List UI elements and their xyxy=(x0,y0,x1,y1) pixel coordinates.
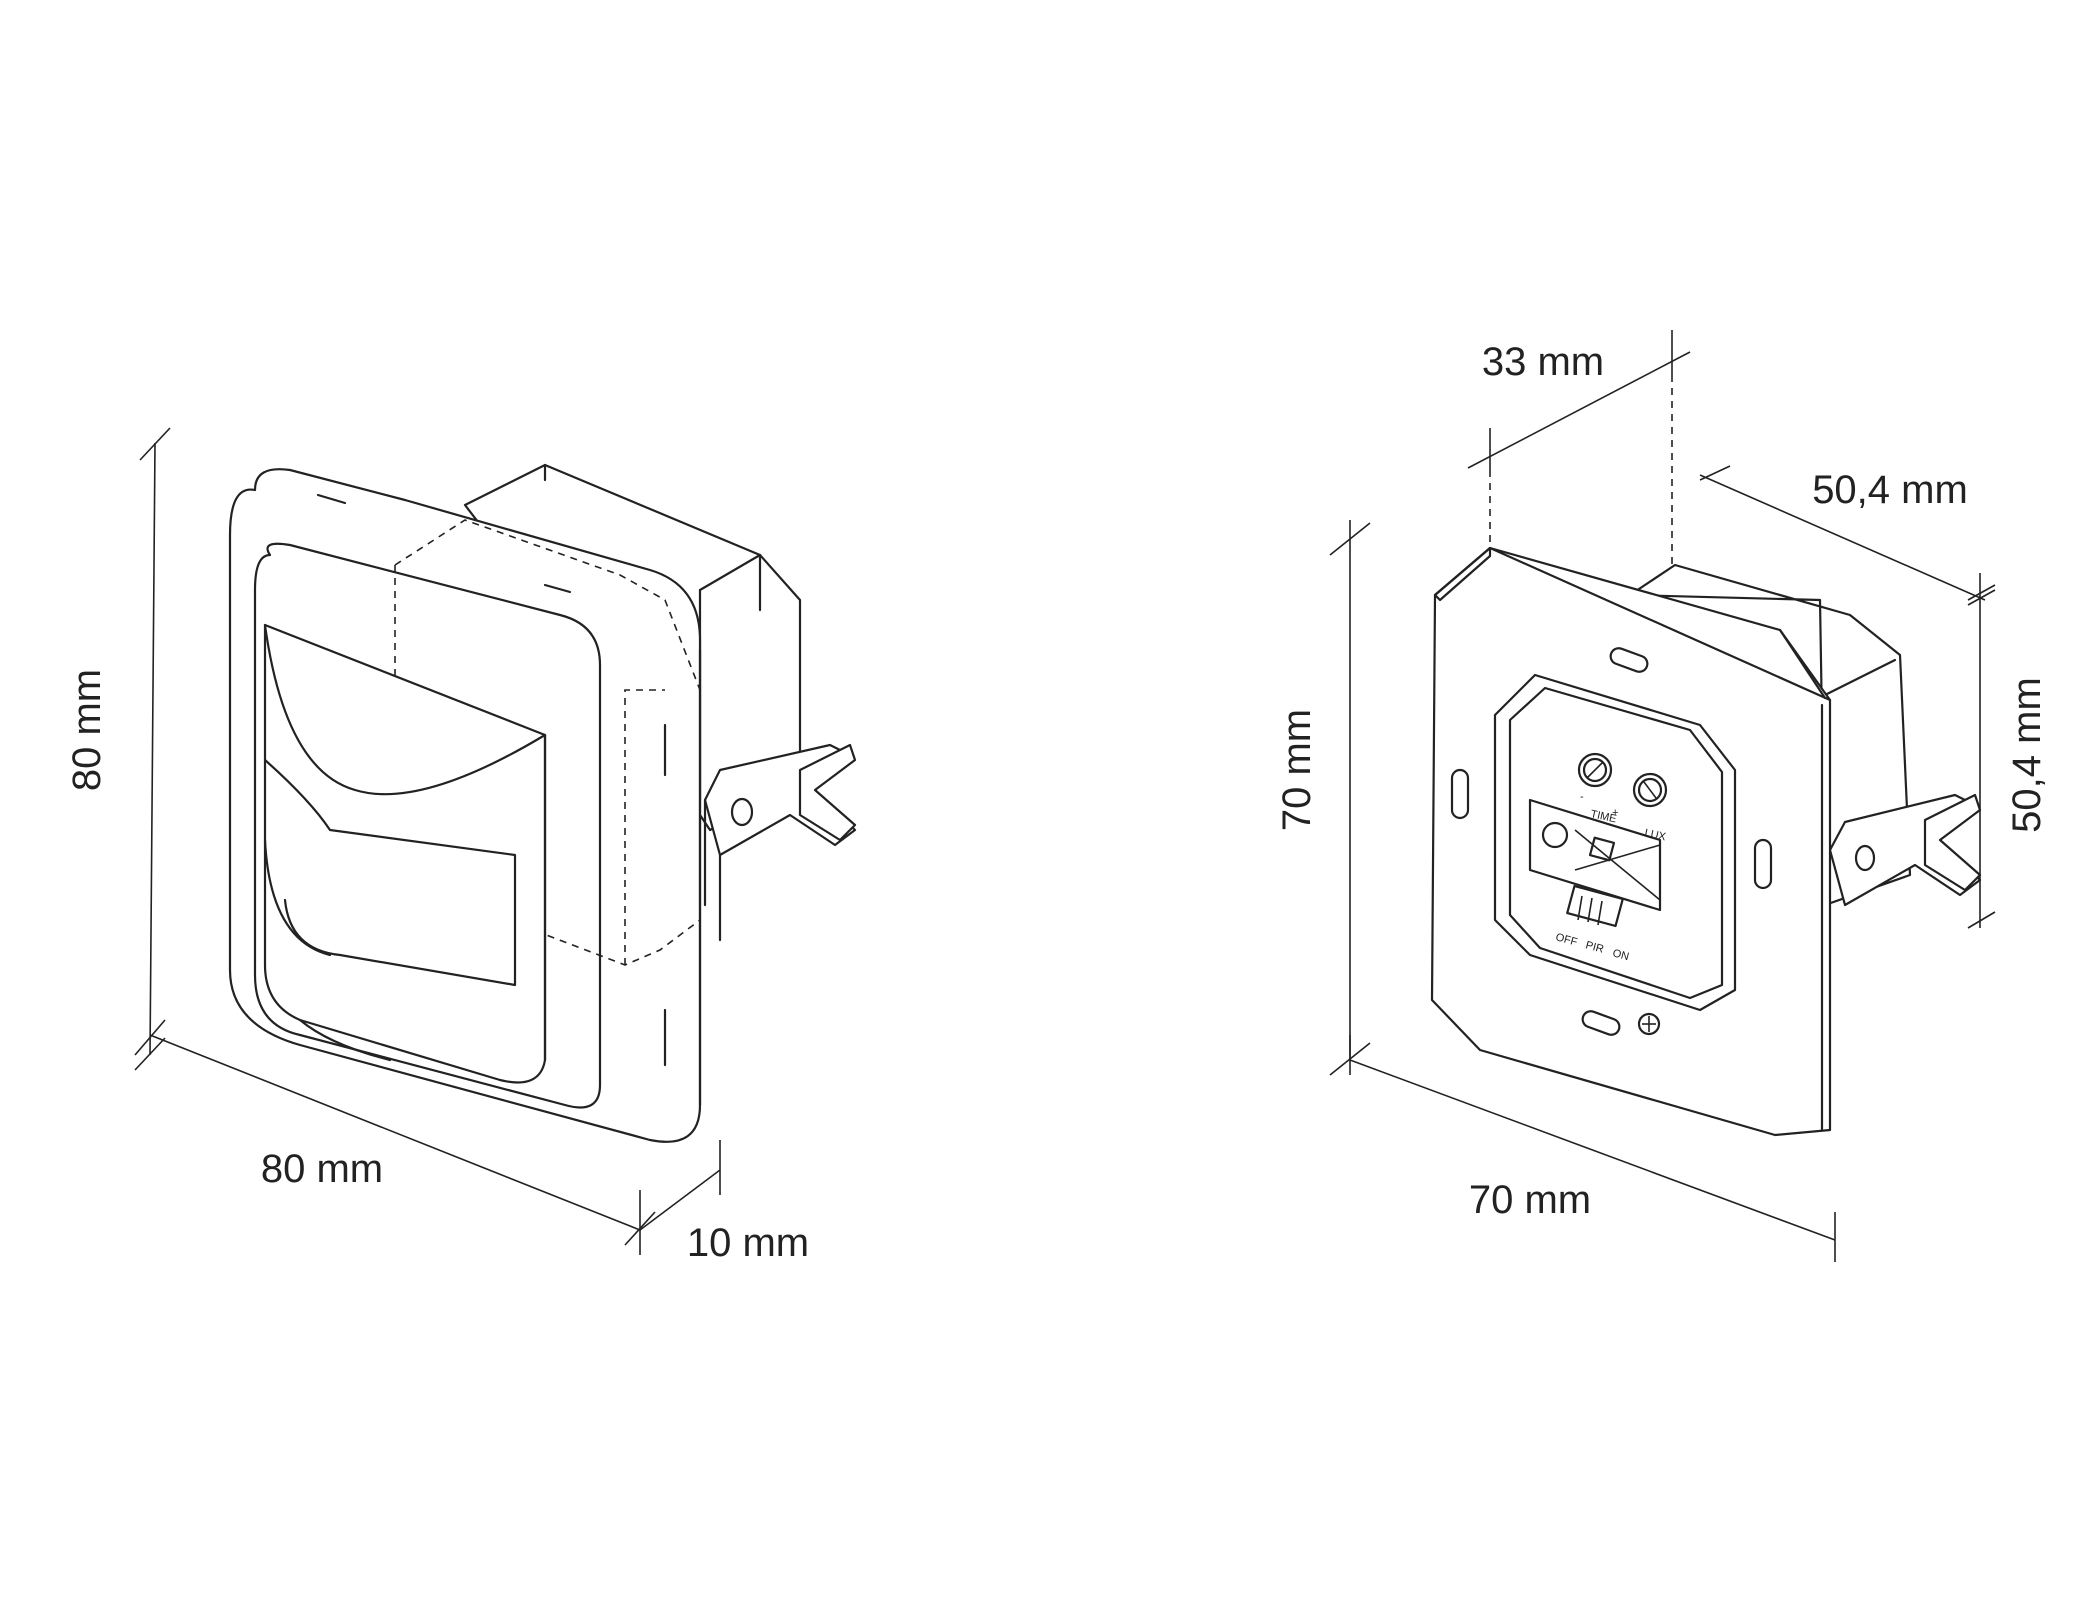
plate-slot-left xyxy=(1450,768,1470,820)
right-box-width-label: 50,4 mm xyxy=(1812,468,1968,512)
right-plate-height-label: 70 mm xyxy=(1275,709,1319,831)
earth-icon xyxy=(1637,1012,1661,1036)
left-width-dimension-line xyxy=(149,1034,641,1231)
left-sensor-lens xyxy=(263,623,547,1084)
right-plate-width-dimension-line xyxy=(1349,1059,1836,1241)
mode-switch[interactable] xyxy=(1566,884,1624,928)
right-depth-label: 33 mm xyxy=(1482,340,1604,384)
plate-slot-bottom xyxy=(1581,1010,1621,1036)
right-box-height-label: 50,4 mm xyxy=(2005,677,2049,833)
right-inner-module: - + TIME LUX OFF PIR ON xyxy=(1493,673,1737,1012)
right-box-width-dimension-line xyxy=(1699,474,1986,601)
minus-label: - xyxy=(1580,791,1584,803)
plate-slot-top xyxy=(1609,647,1649,673)
left-dimensions: 80 mm 80 mm 10 mm xyxy=(65,427,809,1265)
right-mounting-plate xyxy=(1430,546,1832,1137)
lux-label: LUX xyxy=(1643,827,1667,843)
switch-on-label: ON xyxy=(1611,947,1630,963)
right-device: - + TIME LUX OFF PIR ON xyxy=(1430,546,1982,1137)
right-bracket xyxy=(1828,793,1982,907)
switch-off-label: OFF xyxy=(1554,931,1579,948)
left-depth-label: 10 mm xyxy=(687,1221,809,1265)
left-height-dimension-line xyxy=(149,442,156,1056)
plus-label: + xyxy=(1612,807,1618,819)
right-dimensions: 33 mm 50,4 mm 50,4 mm 70 mm 70 mm xyxy=(1275,330,2049,1262)
right-plate-width-label: 70 mm xyxy=(1469,1178,1591,1222)
left-height-label: 80 mm xyxy=(65,669,109,791)
left-hidden-outline xyxy=(394,519,701,966)
time-knob-icon xyxy=(1577,752,1613,788)
left-depth-dimension-line xyxy=(639,1169,721,1231)
left-device xyxy=(228,463,857,1143)
left-bracket xyxy=(703,743,857,942)
plate-slot-right xyxy=(1753,838,1773,890)
lux-knob-icon xyxy=(1632,772,1668,808)
right-depth-dimension-line xyxy=(1467,351,1691,469)
left-width-label: 80 mm xyxy=(261,1147,383,1191)
sensor-window xyxy=(1528,798,1662,912)
switch-pir-label: PIR xyxy=(1584,939,1605,955)
